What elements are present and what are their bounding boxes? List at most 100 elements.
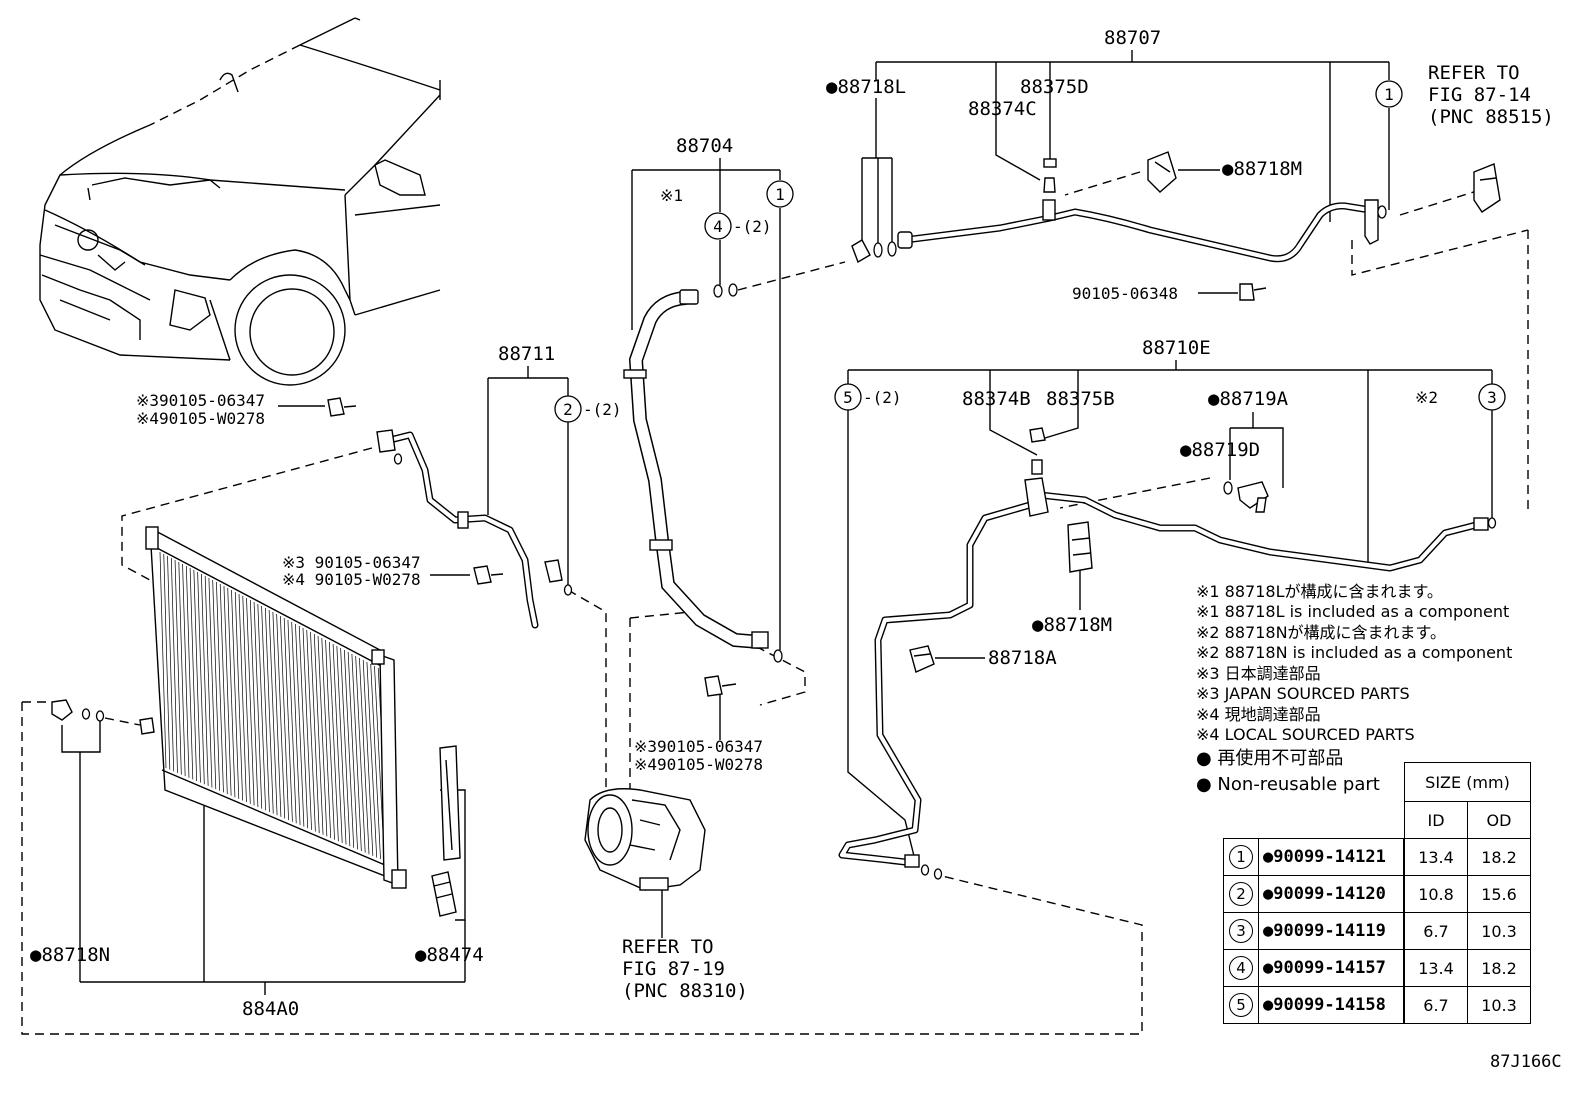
- circle-markers: 1 1 4 2 5 3: [554, 80, 1506, 423]
- condenser-fin: [204, 575, 213, 788]
- row-number: 4: [1229, 956, 1253, 980]
- condenser-fin: [238, 593, 247, 803]
- note-3: ※2 88718Nが構成に含まれます。: [1196, 623, 1446, 642]
- condenser-fin: [366, 661, 378, 858]
- condenser-fin: [193, 569, 201, 783]
- row-od: 10.3: [1467, 912, 1531, 950]
- row-id: 6.7: [1404, 912, 1468, 950]
- table-row: 4 ●90099-14157 13.4 18.2: [1223, 949, 1531, 987]
- size-header: SIZE (mm): [1404, 762, 1531, 802]
- condenser-fin: [223, 585, 232, 796]
- note-5: ※3 日本調達部品: [1196, 664, 1321, 683]
- label-bolt3-a: ※390105-06347: [634, 737, 763, 756]
- condenser-fin: [189, 567, 197, 782]
- label-88711: 88711: [498, 343, 555, 365]
- pipe-88707: [851, 151, 1501, 301]
- condenser-fin: [261, 605, 270, 812]
- row-id: 10.8: [1404, 875, 1468, 913]
- label-884A0: 884A0: [242, 998, 299, 1020]
- condenser-fin: [302, 627, 312, 830]
- condenser-fin: [201, 573, 209, 786]
- condenser-fin: [325, 639, 335, 840]
- condenser-fin: [182, 563, 190, 778]
- condenser-fin: [295, 623, 305, 827]
- pipe-88710E: [838, 427, 1497, 880]
- condenser-fin: [321, 637, 332, 838]
- condenser-fin: [362, 659, 374, 856]
- label-circle2-qty: -(2): [583, 400, 622, 419]
- label-88375D: 88375D: [1020, 76, 1089, 98]
- part-labels: 88707 ●88718L 88375D 88374C ●88718M REFE…: [30, 27, 1554, 1020]
- row-part: ●90099-14158: [1258, 986, 1404, 1024]
- condenser-fin: [174, 559, 182, 775]
- table-row: 2 ●90099-14120 10.8 15.6: [1223, 875, 1531, 913]
- condenser-fin: [227, 587, 236, 798]
- label-mark2: ※2: [1415, 388, 1438, 407]
- condenser-fin: [253, 601, 263, 809]
- condenser-fin: [170, 557, 178, 773]
- row-number: 3: [1229, 919, 1253, 943]
- note-1: ※1 88718Lが構成に含まれます。: [1196, 582, 1443, 601]
- condenser-fin: [246, 597, 255, 806]
- label-88375B: 88375B: [1046, 388, 1115, 410]
- condenser-fin: [242, 595, 251, 804]
- label-90105-06348: 90105-06348: [1072, 284, 1178, 303]
- label-mark1: ※1: [660, 186, 683, 205]
- condenser-fin: [167, 555, 175, 772]
- circle-1-88704: 1: [766, 180, 794, 208]
- condenser-fin: [336, 645, 347, 845]
- condenser-fin: [280, 615, 289, 821]
- oring-size-table: SIZE (mm) ID OD 1 ●90099-14121 13.4 18.2…: [1223, 762, 1531, 1024]
- condenser-fin: [317, 635, 328, 837]
- condenser-fin: [328, 641, 339, 842]
- svg-text:2: 2: [563, 400, 573, 419]
- condenser-fin: [298, 625, 309, 829]
- condenser-fin: [212, 579, 220, 791]
- condenser-fin: [197, 571, 205, 785]
- label-88474: ●88474: [415, 944, 484, 966]
- condenser-fin: [163, 553, 171, 770]
- condenser-fin: [159, 551, 167, 769]
- row-od: 18.2: [1467, 838, 1531, 876]
- label-88718L: ●88718L: [826, 76, 906, 98]
- compressor: [584, 788, 706, 891]
- col-od-header: OD: [1467, 801, 1531, 839]
- condenser-fin: [208, 577, 217, 790]
- note-7: ※4 現地調達部品: [1196, 705, 1321, 724]
- label-88718A: 88718A: [988, 647, 1057, 669]
- row-od: 10.3: [1467, 986, 1531, 1024]
- pipe-88711: [327, 397, 573, 629]
- label-bolt1-a: ※390105-06347: [136, 391, 265, 410]
- circle-4-88704: 4: [704, 212, 732, 240]
- circle-1-88707: 1: [1375, 80, 1403, 108]
- col-id-header: ID: [1404, 801, 1468, 839]
- note-6: ※3 JAPAN SOURCED PARTS: [1196, 684, 1410, 703]
- refer-bot-line1: REFER TO: [622, 936, 714, 958]
- condenser-fin: [370, 663, 381, 860]
- condenser-fin: [265, 607, 274, 814]
- table-row: 5 ●90099-14158 6.7 10.3: [1223, 986, 1531, 1024]
- circle-5-88710E: 5: [834, 383, 862, 411]
- condenser-fin: [344, 649, 355, 848]
- notes-block: ※1 88718Lが構成に含まれます。 ※1 88718L is include…: [1196, 582, 1512, 795]
- condenser-fin: [257, 603, 266, 811]
- note-2: ※1 88718L is included as a component: [1196, 602, 1509, 621]
- condenser-fin: [332, 643, 343, 843]
- svg-text:1: 1: [775, 185, 785, 204]
- label-88710E: 88710E: [1142, 337, 1211, 359]
- condenser-fin: [178, 561, 186, 777]
- refer-top-line3: (PNC 88515): [1428, 106, 1554, 128]
- condenser-fin: [185, 565, 194, 780]
- row-number: 1: [1229, 845, 1253, 869]
- label-bolt2-b: ※4 90105-W0278: [282, 570, 421, 589]
- row-number: 5: [1229, 993, 1253, 1017]
- row-od: 18.2: [1467, 949, 1531, 987]
- condenser-884A0: [51, 526, 461, 917]
- row-id: 6.7: [1404, 986, 1468, 1024]
- condenser-fin: [291, 621, 301, 825]
- condenser-fin: [216, 581, 224, 793]
- refer-bot-line2: FIG 87-19: [622, 958, 725, 980]
- condenser-fin: [234, 591, 243, 801]
- row-part: ●90099-14121: [1258, 838, 1404, 876]
